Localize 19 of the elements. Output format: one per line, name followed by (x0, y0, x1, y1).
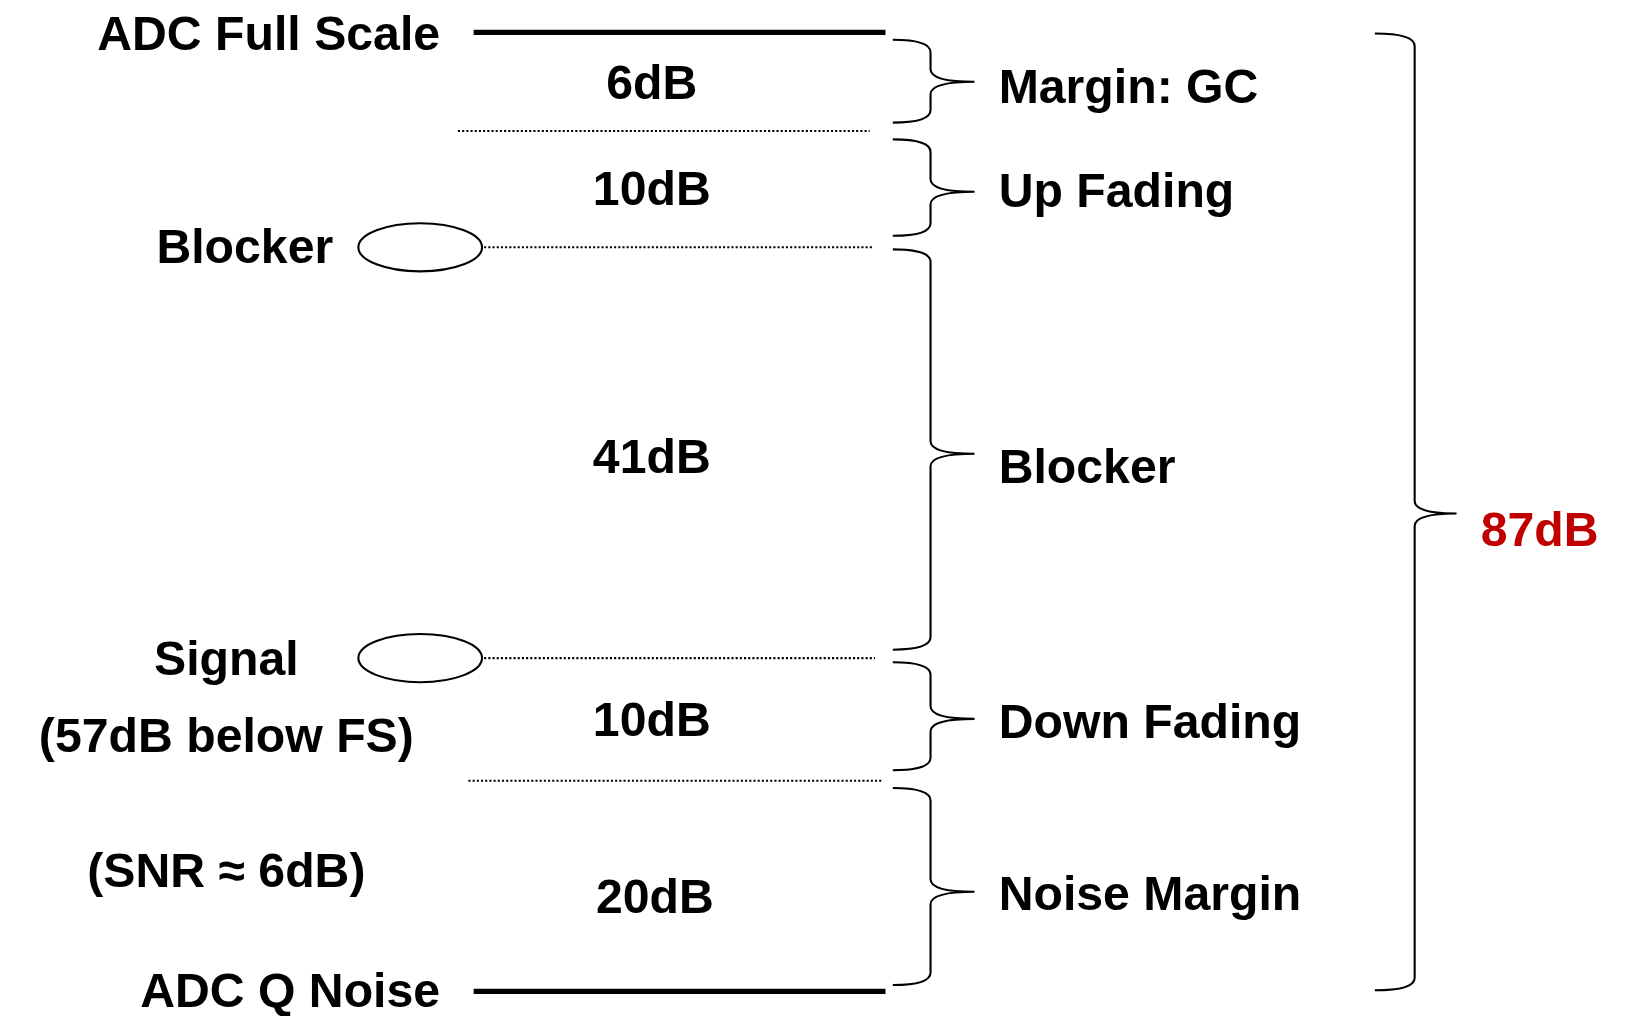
range-label: Down Fading (998, 693, 1302, 749)
level-label: ADC Full Scale (97, 6, 441, 61)
gain-value: 10dB (592, 691, 711, 747)
level-label: Blocker (156, 219, 334, 274)
level-label: Signal (154, 630, 299, 686)
range-label: Noise Margin (998, 865, 1302, 921)
range-label: Blocker (998, 439, 1176, 494)
oval-marker (357, 632, 484, 684)
range-label: Up Fading (998, 163, 1235, 218)
gain-value: 20dB (596, 868, 714, 924)
range-label: Margin: GC (998, 58, 1259, 114)
note-text: (SNR ≈ 6dB) (87, 842, 366, 897)
gain-value: 6dB (606, 54, 698, 109)
total-value: 87dB (1480, 501, 1599, 557)
gain-value: 10dB (592, 161, 711, 216)
oval-marker (357, 222, 484, 273)
note-text: (57dB below FS) (38, 708, 414, 763)
gain-value: 41dB (592, 428, 711, 484)
level-label: ADC Q Noise (140, 963, 441, 1016)
